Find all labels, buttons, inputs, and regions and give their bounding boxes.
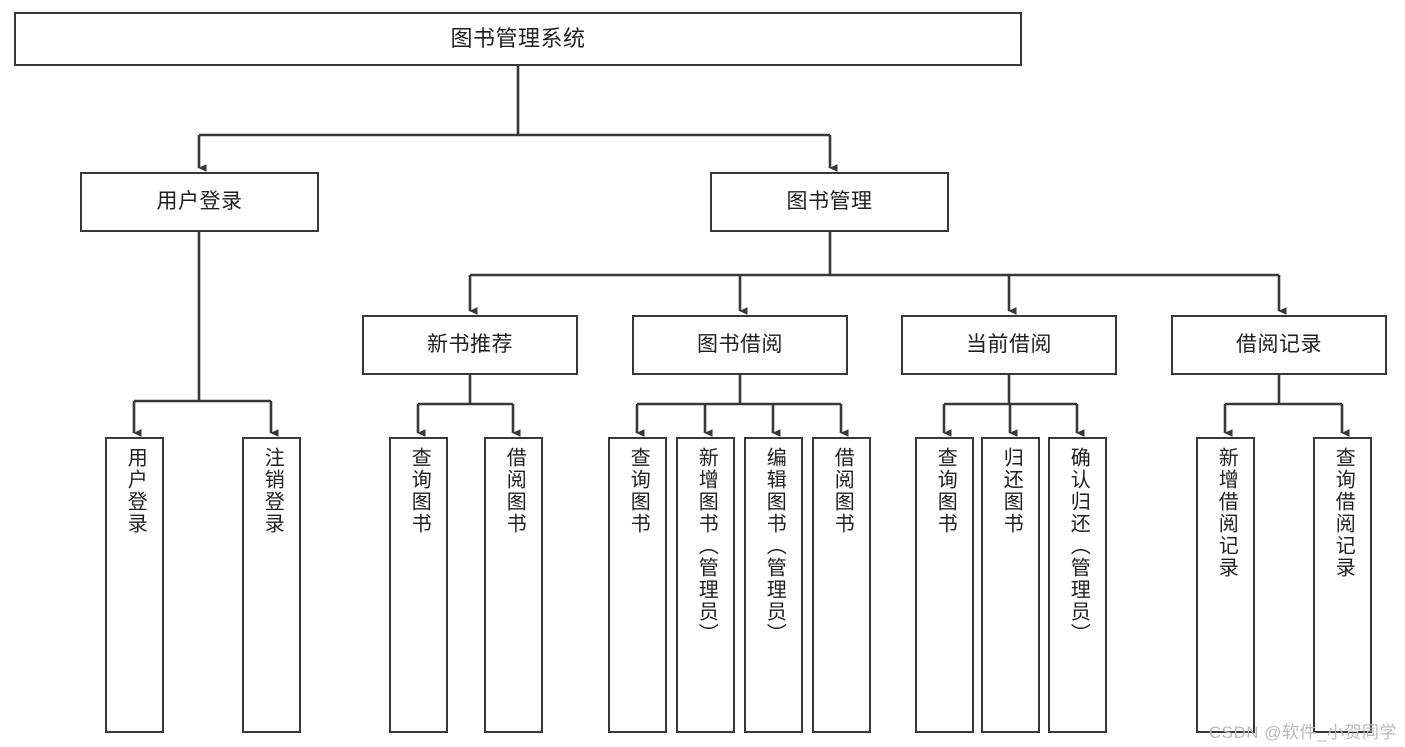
node-label: 查询借阅记录 (1332, 447, 1355, 579)
node-user-login[interactable]: 用户登录 (80, 172, 319, 232)
node-label: 图书管理 (786, 189, 873, 213)
node-leaf-return-book[interactable]: 归还图书 (981, 437, 1040, 733)
node-leaf-query-book-borrow[interactable]: 查询图书 (608, 437, 667, 733)
node-borrow-record[interactable]: 借阅记录 (1171, 315, 1387, 375)
node-label: 编辑图书（管理员） (763, 447, 786, 645)
node-leaf-borrow-book-recommend[interactable]: 借阅图书 (484, 437, 543, 733)
node-label: 当前借阅 (966, 332, 1052, 356)
node-label: 图书管理系统 (450, 26, 586, 52)
node-label: 归还图书 (1000, 447, 1023, 535)
node-leaf-query-borrow-record[interactable]: 查询借阅记录 (1313, 437, 1372, 733)
node-label: 用户登录 (124, 447, 147, 535)
node-current-borrow[interactable]: 当前借阅 (901, 315, 1117, 375)
node-label: 查询图书 (627, 447, 650, 535)
node-leaf-user-login[interactable]: 用户登录 (105, 437, 164, 733)
node-leaf-confirm-return[interactable]: 确认归还（管理员） (1048, 437, 1107, 733)
node-label: 新增借阅记录 (1215, 447, 1238, 579)
node-book-manage[interactable]: 图书管理 (710, 172, 949, 232)
node-leaf-add-borrow-record[interactable]: 新增借阅记录 (1196, 437, 1255, 733)
node-label: 查询图书 (408, 447, 431, 535)
node-book-borrow[interactable]: 图书借阅 (632, 315, 848, 375)
node-label: 新书推荐 (427, 332, 513, 356)
node-label: 查询图书 (934, 447, 957, 535)
node-label: 新增图书（管理员） (695, 447, 718, 645)
node-label: 确认归还（管理员） (1067, 447, 1090, 645)
csdn-watermark: CSDN @软件_小贺同学 (1208, 723, 1397, 742)
node-new-book-recommend[interactable]: 新书推荐 (362, 315, 578, 375)
node-label: 图书借阅 (697, 332, 783, 356)
node-label: 借阅图书 (831, 447, 854, 535)
node-label: 用户登录 (156, 189, 243, 213)
node-leaf-borrow-book[interactable]: 借阅图书 (812, 437, 871, 733)
node-leaf-edit-book[interactable]: 编辑图书（管理员） (744, 437, 803, 733)
node-leaf-logout[interactable]: 注销登录 (242, 437, 301, 733)
node-label: 借阅记录 (1236, 332, 1322, 356)
node-leaf-add-book[interactable]: 新增图书（管理员） (676, 437, 735, 733)
node-leaf-query-book-current[interactable]: 查询图书 (915, 437, 974, 733)
node-label: 注销登录 (261, 447, 284, 535)
node-leaf-query-book-recommend[interactable]: 查询图书 (389, 437, 448, 733)
node-label: 借阅图书 (503, 447, 526, 535)
node-root-book-management-system[interactable]: 图书管理系统 (14, 12, 1022, 66)
